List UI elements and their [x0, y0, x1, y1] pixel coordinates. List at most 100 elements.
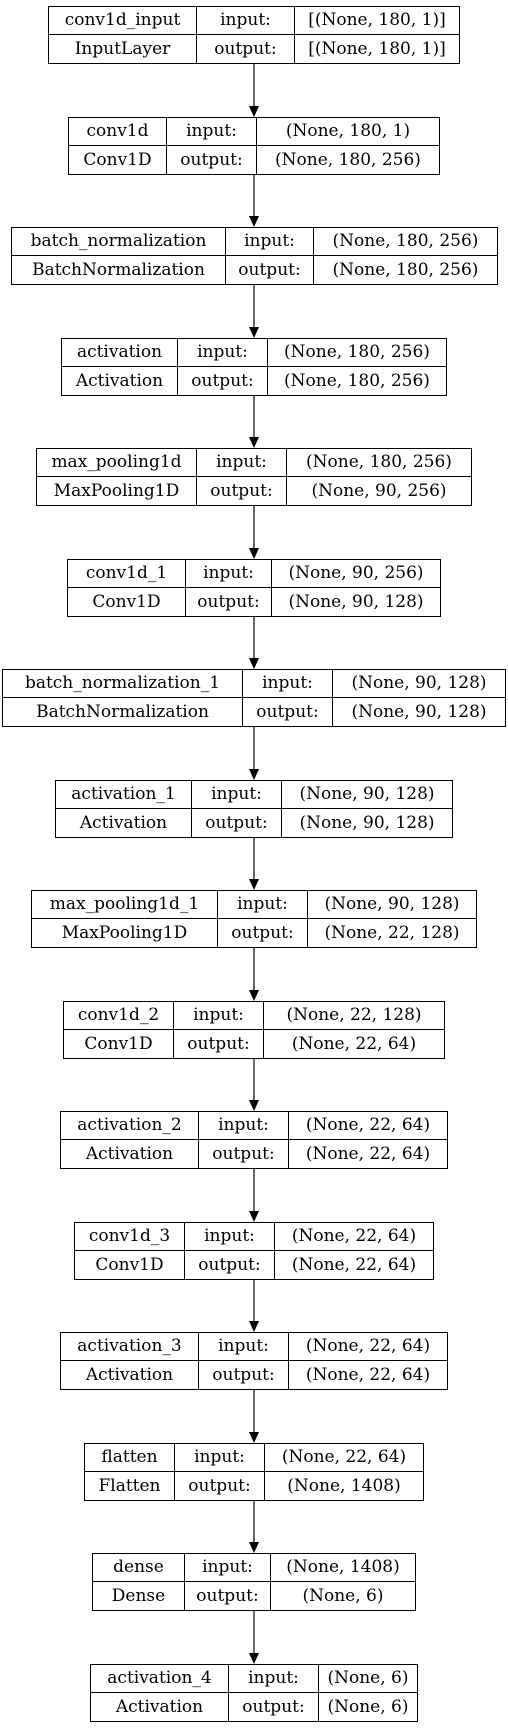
output-label: output:	[192, 809, 282, 837]
input-label: input:	[229, 1665, 319, 1693]
output-label: output:	[197, 477, 287, 505]
input-shape: (None, 90, 128)	[308, 891, 476, 919]
layer-name: flatten	[85, 1444, 175, 1472]
output-label: output:	[185, 1251, 275, 1279]
output-shape: (None, 180, 256)	[284, 370, 430, 391]
input-shape: [(None, 180, 1)]	[295, 7, 459, 35]
arrowhead	[249, 437, 259, 448]
layer-type: MaxPooling1D	[32, 919, 218, 947]
layer-type: Conv1D	[69, 146, 167, 174]
layer-name: conv1d_1	[68, 560, 186, 588]
layer-type: Activation	[62, 367, 178, 395]
output-label: output:	[185, 1582, 271, 1610]
arrowhead	[249, 990, 259, 1001]
arrowhead	[249, 1100, 259, 1111]
layer-type: Activation	[61, 1361, 199, 1389]
layer-name: activation_3	[61, 1333, 199, 1361]
input-label: input:	[197, 449, 287, 477]
output-shape: (None, 90, 128)	[299, 812, 435, 833]
input-shape: (None, 180, 256)	[287, 449, 471, 477]
input-shape: (None, 180, 256)	[314, 228, 497, 256]
layer-name: conv1d	[69, 118, 167, 146]
layer-type: MaxPooling1D	[37, 477, 197, 505]
output-shape: (None, 22, 128)	[324, 922, 460, 943]
input-label: input:	[175, 1444, 265, 1472]
output-label: output:	[199, 1361, 289, 1389]
arrowhead	[249, 1542, 259, 1553]
input-shape: (None, 22, 64)	[289, 1333, 447, 1361]
layer-type: Activation	[91, 1693, 229, 1721]
input-label: input:	[185, 1554, 271, 1582]
layer-name: activation_2	[61, 1112, 199, 1140]
layer-name: max_pooling1d_1	[32, 891, 218, 919]
output-shape: (None, 22, 64)	[305, 1143, 431, 1164]
input-label: input:	[167, 118, 257, 146]
input-label: input:	[243, 670, 333, 698]
layer-type: Conv1D	[75, 1251, 185, 1279]
input-label: input:	[199, 1333, 289, 1361]
output-label: output:	[174, 1030, 264, 1058]
output-label: output:	[243, 698, 333, 726]
output-shape: (None, 6)	[302, 1585, 384, 1606]
layer-name: activation_1	[56, 781, 192, 809]
layer-name: batch_normalization_1	[3, 670, 243, 698]
arrowhead	[249, 106, 259, 117]
layer-name: dense	[93, 1554, 185, 1582]
output-shape: (None, 90, 128)	[351, 701, 487, 722]
layer-type: Activation	[56, 809, 192, 837]
output-shape: (None, 6)	[327, 1696, 409, 1717]
output-label: output:	[229, 1693, 319, 1721]
arrowhead	[249, 769, 259, 780]
arrowhead	[249, 216, 259, 227]
input-label: input:	[199, 1112, 289, 1140]
arrowhead	[249, 1432, 259, 1443]
layer-type: InputLayer	[49, 35, 197, 63]
input-shape: (None, 90, 256)	[272, 560, 440, 588]
output-shape: (None, 180, 256)	[332, 259, 479, 280]
layer-type: Flatten	[85, 1472, 175, 1500]
layer-name: max_pooling1d	[37, 449, 197, 477]
input-label: input:	[192, 781, 282, 809]
input-shape: (None, 22, 64)	[289, 1112, 447, 1140]
layer-type: Conv1D	[64, 1030, 174, 1058]
input-shape: (None, 22, 128)	[264, 1002, 444, 1030]
arrowhead	[249, 1321, 259, 1332]
output-label: output:	[175, 1472, 265, 1500]
output-shape: (None, 22, 64)	[291, 1254, 417, 1275]
input-label: input:	[218, 891, 308, 919]
output-label: output:	[218, 919, 308, 947]
input-label: input:	[186, 560, 272, 588]
arrowhead	[249, 879, 259, 890]
input-shape: (None, 180, 1)	[257, 118, 439, 146]
output-label: output:	[226, 256, 314, 284]
arrowhead	[249, 1653, 259, 1664]
input-shape: (None, 180, 256)	[268, 339, 446, 367]
output-label: output:	[178, 367, 268, 395]
output-label: output:	[199, 1140, 289, 1168]
input-shape: (None, 90, 128)	[333, 670, 505, 698]
output-shape: (None, 22, 64)	[305, 1364, 431, 1385]
output-shape: (None, 1408)	[287, 1475, 401, 1496]
output-shape: [(None, 180, 1)]	[308, 38, 446, 59]
input-label: input:	[226, 228, 314, 256]
output-shape: (None, 90, 128)	[288, 591, 424, 612]
arrowhead	[249, 548, 259, 559]
layer-name: batch_normalization	[12, 228, 226, 256]
input-label: input:	[185, 1223, 275, 1251]
output-shape: (None, 22, 64)	[291, 1033, 417, 1054]
output-label: output:	[167, 146, 257, 174]
input-shape: (None, 22, 64)	[265, 1444, 423, 1472]
input-label: input:	[197, 7, 295, 35]
